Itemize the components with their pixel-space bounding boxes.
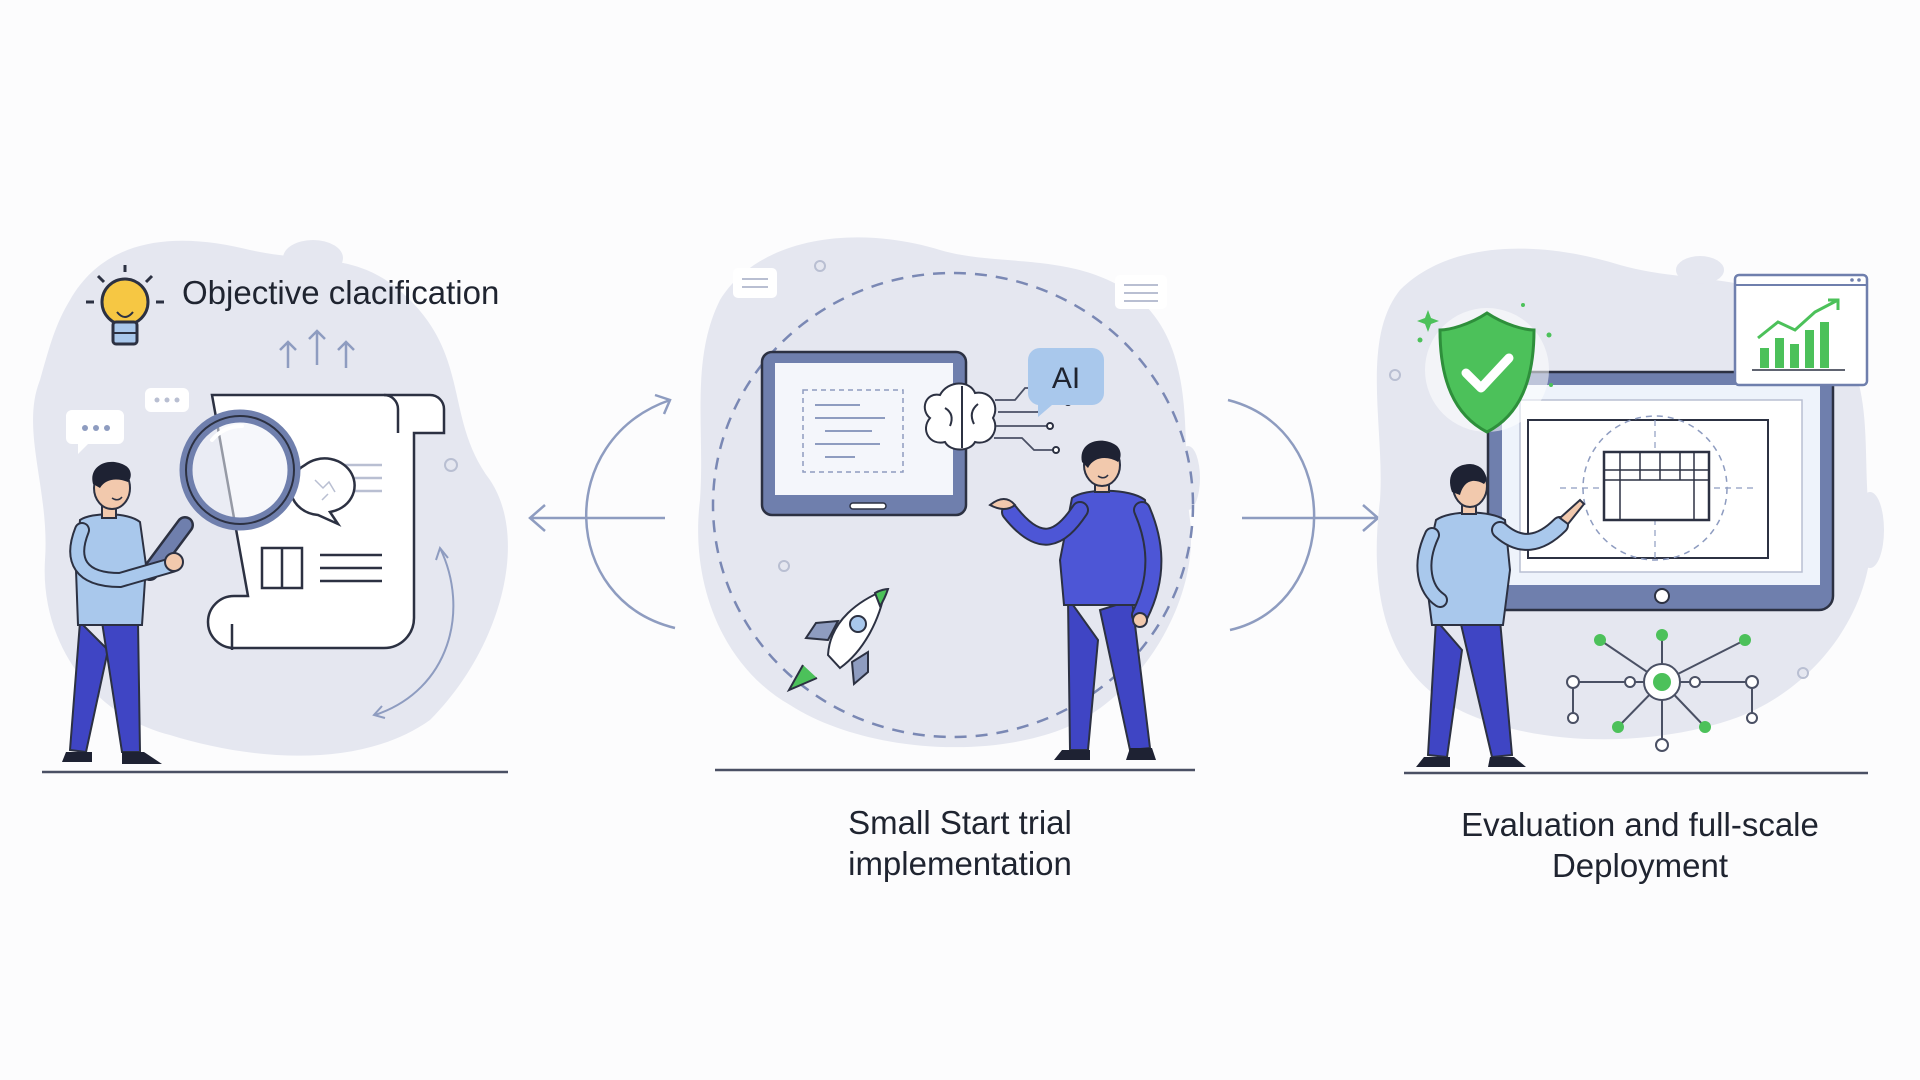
step-2-title-line-1: Small Start trial (848, 804, 1072, 841)
ai-badge: AI (1027, 348, 1104, 417)
person-1 (62, 461, 184, 764)
person-2 (988, 440, 1163, 760)
step-2-title-line-2: implementation (848, 845, 1072, 882)
curved-arrow-icon (374, 547, 455, 716)
tablet-icon (760, 350, 968, 517)
message-icons (733, 268, 1167, 309)
dashed-orbit (711, 271, 1195, 739)
network-icon (1566, 629, 1759, 752)
ai-badge-label: AI (1052, 362, 1080, 395)
step-3-illustration (1376, 248, 1884, 775)
monitor-icon (1486, 370, 1835, 612)
step-3-title-line-1: Evaluation and full-scale (1461, 806, 1819, 843)
arrow-right-icon (1242, 504, 1380, 532)
rocket-icon (786, 587, 890, 693)
step-3-title-line-2: Deployment (1551, 847, 1729, 884)
step-1-illustration (33, 240, 508, 774)
shield-check-icon (1417, 303, 1553, 434)
arrow-left-icon (528, 504, 665, 532)
step-1-title: Objective clacification (182, 274, 500, 311)
up-arrows-icon (279, 329, 355, 368)
chat-bubble-icon (66, 388, 189, 454)
curve-left-icon (585, 393, 676, 630)
lightbulb-icon (86, 265, 164, 346)
growth-chart-icon (1733, 273, 1869, 387)
step-2-title: Small Start trial implementation (760, 802, 1160, 884)
step-3-title: Evaluation and full-scale Deployment (1400, 804, 1880, 886)
curve-right-icon (1227, 398, 1316, 632)
cycle-arrows (528, 393, 1380, 632)
step-2-illustration: AI (698, 237, 1200, 772)
person-3 (1416, 464, 1586, 767)
